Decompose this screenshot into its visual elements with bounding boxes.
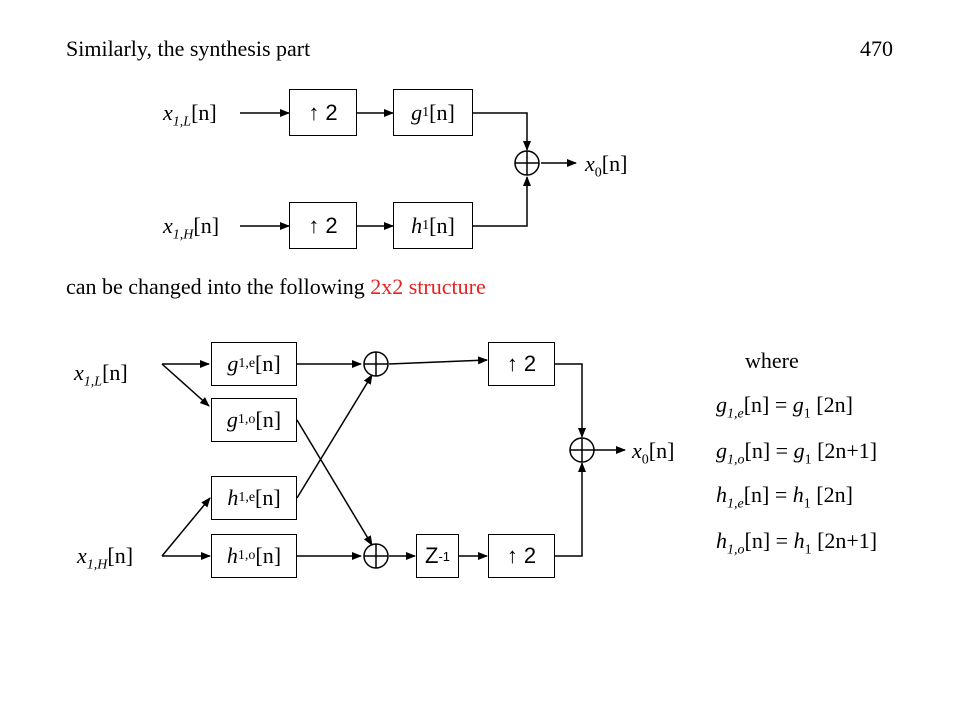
upsampler-lower-bottom: ↑ 2 [488, 534, 555, 578]
equation-g1o: g1,o[n] = g1 [2n+1] [716, 438, 878, 468]
slide-heading: Similarly, the synthesis part [66, 36, 311, 61]
upsampler-upper-bottom: ↑ 2 [488, 342, 555, 386]
input-x1H-label-bottom: x1,H[n] [77, 543, 134, 573]
output-x0-label-bottom: x0[n] [632, 438, 675, 468]
where-label: where [745, 348, 799, 373]
transition-sentence: can be changed into the following 2x2 st… [66, 274, 486, 299]
output-x0-label-top: x0[n] [585, 151, 628, 181]
equation-g1e: g1,e[n] = g1 [2n] [716, 392, 853, 422]
equation-h1o: h1,o[n] = h1 [2n+1] [716, 528, 878, 558]
page-number: 470 [860, 36, 893, 61]
equation-h1e: h1,e[n] = h1 [2n] [716, 482, 853, 512]
input-x1L-label: x1,L[n] [163, 100, 217, 130]
upsampler-top: ↑ 2 [289, 89, 357, 136]
input-x1L-label-bottom: x1,L[n] [74, 360, 128, 390]
highlight-text: 2x2 structure [370, 274, 486, 299]
input-x1H-label: x1,H[n] [163, 213, 220, 243]
delay-block: Z-1 [416, 534, 459, 578]
upsampler-bottom: ↑ 2 [289, 202, 357, 249]
